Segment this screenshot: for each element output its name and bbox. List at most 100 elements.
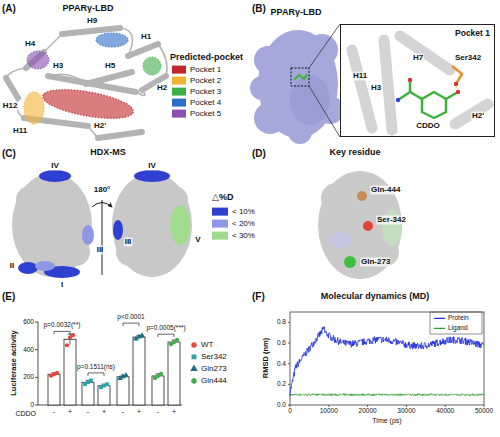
hdx-patch [35, 261, 55, 271]
legend-row: Pocket 2 [172, 77, 221, 86]
tick-label: 50000 [475, 407, 493, 414]
protein-surface [16, 186, 44, 214]
structure-label: H9 [86, 17, 98, 26]
line-chart [288, 384, 290, 385]
tick-label: 0.6 [277, 339, 286, 346]
legend-swatch [172, 88, 186, 96]
legend-swatch [172, 77, 186, 85]
ligand-sticks [398, 92, 458, 100]
bar-chart [133, 337, 145, 405]
legend-line [434, 325, 445, 331]
ribbon-structure [6, 28, 167, 138]
legend-row: Ser342 [190, 353, 227, 362]
panel-title: Key residue [329, 148, 380, 158]
inset-ribbon [455, 104, 488, 124]
legend-row: Gln273 [190, 365, 227, 374]
hdx-patch [82, 225, 94, 245]
legend-row: < 20% [212, 220, 255, 229]
bar-chart [55, 371, 59, 375]
legend-text: < 20% [232, 220, 255, 229]
bar-chart [158, 334, 174, 337]
line-chart [290, 405, 291, 407]
tick-label: 600 [23, 318, 34, 325]
legend-text: Pocket 2 [190, 77, 221, 86]
residue-sphere [363, 221, 373, 231]
tick-label: 10000 [320, 407, 338, 414]
bar-chart [35, 377, 38, 378]
legend-marker [190, 377, 198, 385]
legend-text: Pocket 1 [190, 66, 221, 75]
axis-title: Luciferase activity [10, 330, 18, 395]
inset-ribbon [352, 36, 488, 130]
structure-label: V [194, 236, 201, 245]
legend-line [434, 327, 445, 328]
axis-label: Time (ps) [372, 417, 401, 425]
panel-title: HDX-MS [90, 148, 126, 158]
structure-label: Gln-273 [360, 258, 391, 267]
structure-label: 180° [93, 186, 112, 195]
line-chart [290, 327, 484, 397]
axis-label: + [102, 408, 106, 416]
protein-surface [112, 173, 192, 277]
legend-text: Gln444 [201, 377, 227, 386]
legend-marker [190, 341, 198, 349]
legend-line [434, 315, 445, 321]
structure-label: CDDO [415, 122, 441, 131]
legend-text: Pocket 4 [190, 99, 221, 108]
legend-swatch [172, 66, 186, 74]
atom [396, 98, 400, 102]
structure-label: H5 [104, 62, 116, 71]
line-chart [367, 405, 368, 407]
bar-chart [105, 382, 109, 386]
structure-label: H2' [471, 112, 485, 121]
panel-title: PPARγ-LBD [271, 8, 322, 18]
legend-row: Pocket 5 [172, 110, 221, 119]
legend-row: Pocket 4 [172, 99, 221, 108]
line-chart [406, 405, 407, 407]
protein-surface [250, 30, 344, 144]
legend-line [434, 317, 445, 318]
structure-label: IV [50, 162, 60, 171]
legend-row: < 10% [212, 208, 255, 217]
tick-label: 40000 [436, 407, 454, 414]
legend-text: Pocket 3 [190, 88, 221, 97]
ribbon-structure [44, 34, 62, 52]
rotation-symbol [92, 200, 112, 275]
line-chart [445, 405, 446, 407]
legend-marker [190, 353, 198, 361]
legend-marker [190, 365, 198, 373]
tick-label: 0.4 [277, 360, 286, 367]
line-chart [288, 312, 484, 407]
legend-swatch [212, 232, 228, 240]
zoom-line [309, 86, 340, 137]
panel-title: △%D [212, 193, 233, 203]
bar-chart [98, 386, 110, 405]
protein-surface [318, 171, 402, 279]
legend-text: Pocket 5 [190, 110, 221, 119]
structure-label: III [96, 246, 105, 255]
bar-chart [35, 405, 38, 406]
atom [396, 78, 460, 102]
ribbon-structure [86, 72, 132, 84]
structure-label: H2' [93, 122, 107, 131]
hdx-patch [18, 170, 190, 278]
structure-label: H12 [2, 102, 19, 111]
ribbon-structure [6, 28, 167, 138]
structure-label: H2 [156, 84, 168, 93]
ribbon-structure [158, 44, 167, 76]
legend-frame [430, 312, 482, 334]
legend-marker [192, 355, 197, 360]
protein-surface [290, 75, 330, 125]
structure-label: H1 [140, 33, 152, 42]
legend-row: WT [190, 341, 213, 350]
protein-surface [116, 238, 144, 266]
structure-label: I [60, 281, 64, 290]
ligand-sticks [422, 99, 446, 118]
bar-chart [159, 372, 163, 377]
structure-label: Ser-342 [376, 216, 407, 225]
p-value: p=0.1511(ns) [77, 363, 115, 370]
legend-marker [190, 365, 197, 371]
axis-label: + [172, 408, 176, 416]
tick-label: 0.0 [277, 401, 286, 408]
